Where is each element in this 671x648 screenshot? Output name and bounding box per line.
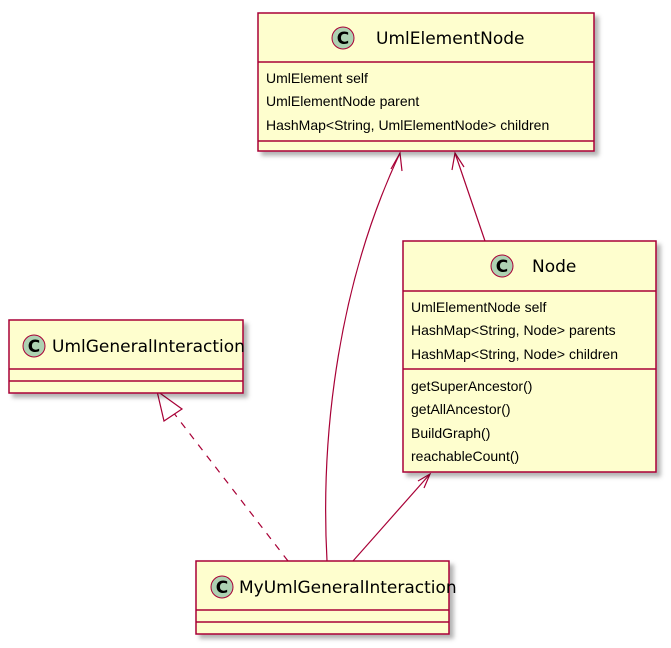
edge-myumlgeneralinteraction-to-umlelementnode: [325, 152, 401, 562]
class-attribute: HashMap<String, UmlElementNode> children: [266, 117, 549, 133]
class-myumlgeneralinteraction[interactable]: C MyUmlGeneralInteraction: [195, 560, 457, 635]
class-attribute: HashMap<String, Node> children: [411, 346, 618, 362]
class-method: BuildGraph(): [411, 425, 490, 441]
edges-layer: [156, 151, 486, 562]
class-badge-icon: [210, 575, 234, 599]
edge-node-to-umlelementnode: [454, 152, 486, 242]
class-method: reachableCount(): [411, 448, 519, 464]
class-badge-letter: C: [28, 337, 40, 357]
class-name: Node: [532, 257, 576, 277]
class-method: getSuperAncestor(): [411, 378, 532, 394]
class-node[interactable]: C Node UmlElementNode self HashMap<Strin…: [402, 240, 657, 473]
class-badge-icon: [22, 334, 46, 358]
class-attribute: UmlElementNode self: [411, 299, 546, 315]
realization-triangle: [156, 389, 184, 422]
class-badge-letter: C: [496, 257, 508, 277]
class-badge-icon: [331, 26, 355, 50]
class-badge-icon: [490, 254, 514, 278]
class-name: MyUmlGeneralInteraction: [239, 578, 457, 598]
class-attribute: UmlElement self: [266, 70, 368, 86]
class-box: [402, 240, 657, 473]
arrowhead-node: [417, 472, 432, 489]
class-umlgeneralinteraction[interactable]: C UmlGeneralInteraction: [8, 319, 245, 394]
class-umlelementnode[interactable]: C UmlElementNode UmlElement self UmlElem…: [257, 12, 595, 152]
class-attribute: UmlElementNode parent: [266, 93, 419, 109]
arrowhead-umlelementnode-left: [390, 151, 403, 172]
class-name: UmlGeneralInteraction: [52, 337, 245, 357]
arrowhead-umlelementnode-right: [451, 151, 465, 171]
class-box: [257, 12, 595, 152]
class-name: UmlElementNode: [376, 29, 524, 49]
class-badge-letter: C: [216, 578, 228, 598]
edge-myumlgeneralinteraction-to-node: [352, 473, 431, 562]
class-badge-letter: C: [337, 29, 349, 49]
class-attribute: HashMap<String, Node> parents: [411, 322, 616, 338]
edge-realization-myumlgeneralinteraction-to-umlgeneralinteraction: [172, 411, 289, 562]
class-method: getAllAncestor(): [411, 401, 511, 417]
